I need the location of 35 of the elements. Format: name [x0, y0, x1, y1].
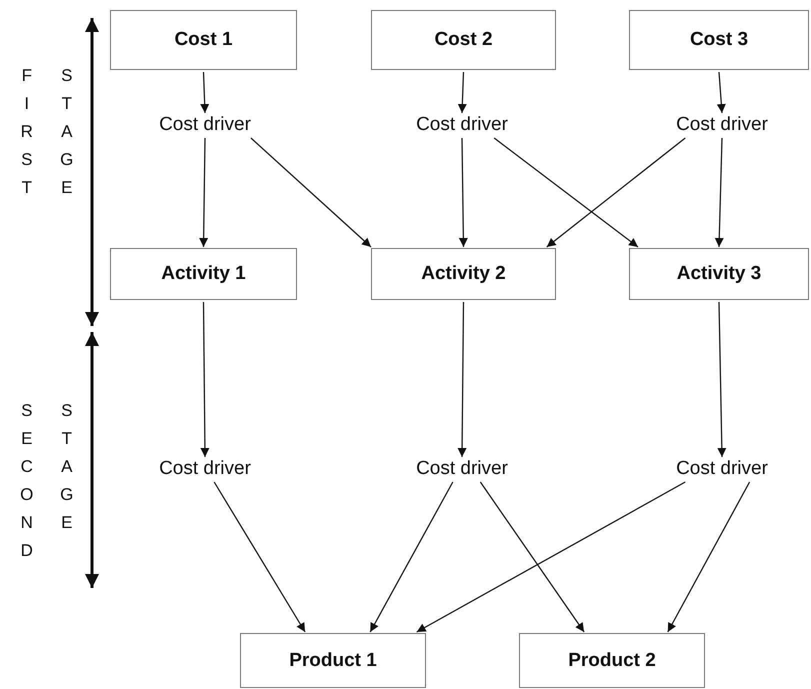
arrow — [546, 138, 686, 248]
stage-label: STAGE — [60, 400, 74, 534]
activity-box: Activity 1 — [110, 248, 297, 300]
product-box: Product 1 — [240, 633, 426, 688]
stage-label: SECOND — [20, 400, 34, 562]
cost-driver-label: Cost driver — [676, 114, 768, 136]
arrow — [199, 138, 208, 247]
arrow — [717, 302, 726, 458]
arrow — [458, 302, 467, 457]
activity-box: Activity 2 — [371, 248, 556, 300]
arrow — [458, 72, 467, 114]
cost-box: Cost 3 — [629, 10, 809, 70]
arrow — [370, 482, 454, 632]
stage-label: FIRST — [20, 65, 34, 199]
product-box: Product 2 — [519, 633, 705, 688]
arrow — [250, 138, 372, 248]
arrow — [214, 482, 306, 632]
arrow — [494, 138, 638, 248]
cost-driver-label: Cost driver — [416, 114, 508, 136]
arrow — [200, 72, 210, 114]
arrow — [200, 302, 210, 457]
arrow — [458, 138, 468, 247]
stage-label: STAGE — [60, 65, 74, 199]
cost-driver-label: Cost driver — [416, 458, 508, 480]
cost-driver-label: Cost driver — [159, 114, 251, 136]
cost-driver-label: Cost driver — [676, 458, 768, 480]
arrow — [716, 72, 726, 114]
arrow — [480, 482, 585, 632]
arrow — [714, 138, 724, 248]
arrow — [667, 482, 750, 632]
cost-driver-label: Cost driver — [159, 458, 251, 480]
arrow — [416, 481, 686, 633]
cost-box: Cost 1 — [110, 10, 297, 70]
activity-box: Activity 3 — [629, 248, 809, 300]
cost-box: Cost 2 — [371, 10, 556, 70]
